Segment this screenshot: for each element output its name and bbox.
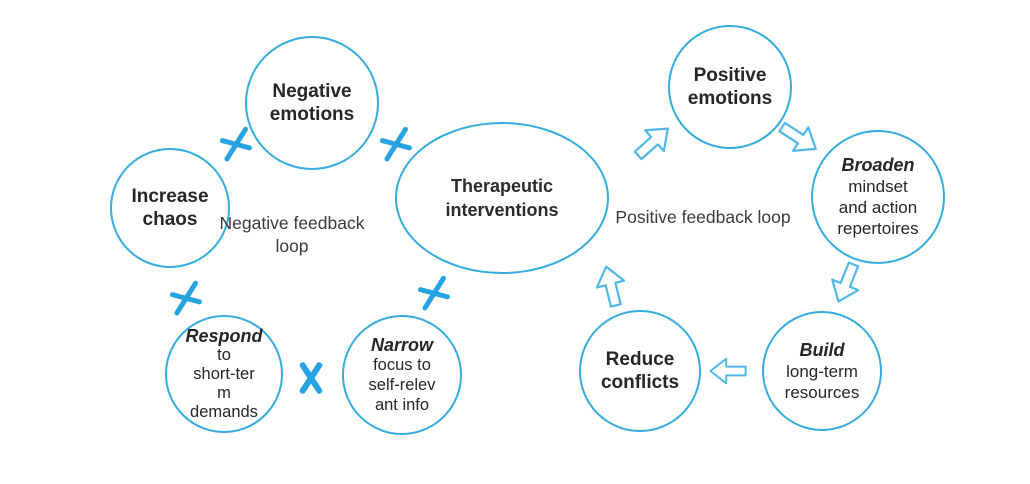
node-increase-chaos: Increase chaos [110, 148, 230, 268]
node-label-line: m [217, 383, 231, 402]
node-label-line: Reduce [605, 349, 675, 370]
x-blocked-connection-icon [414, 273, 454, 313]
hollow-block-arrow-down-right-icon [771, 112, 826, 164]
node-broaden-mindset: Broaden mindset and action repertoires [811, 130, 945, 264]
x-blocked-connection-icon [166, 278, 206, 318]
node-label-line: Negative [272, 81, 352, 102]
node-label-line: interventions [445, 200, 559, 220]
node-label-lead: Build [799, 339, 845, 360]
negative-feedback-loop-label: Negative feedback loop [202, 212, 382, 258]
hollow-block-arrow-up-right-icon [625, 115, 680, 170]
node-label-line: Positive [693, 65, 767, 86]
node-build-long-term-resources: Build long-term resources [762, 311, 882, 431]
node-label-line: short-ter [193, 364, 255, 383]
positive-feedback-loop-label: Positive feedback loop [613, 206, 793, 229]
hollow-block-arrow-up-icon [589, 261, 633, 312]
loop-label-line: feedback loop [681, 207, 791, 227]
loop-label-line: feedback loop [275, 213, 365, 256]
node-label-line: demands [190, 402, 258, 421]
node-label-line: resources [784, 382, 860, 402]
node-label-line: emotions [269, 104, 355, 125]
node-label-line: and action [838, 198, 918, 217]
node-label-line: Increase [131, 186, 209, 207]
x-blocked-connection-icon [291, 358, 331, 398]
node-label-line: mindset [848, 177, 908, 196]
node-label-line: chaos [142, 209, 198, 230]
node-label-line: emotions [687, 88, 773, 109]
node-therapeutic-interventions: Therapeutic interventions [395, 122, 609, 274]
hollow-block-arrow-left-icon [709, 356, 748, 386]
node-label-line: conflicts [600, 372, 680, 393]
hollow-block-arrow-down-left-icon [822, 256, 870, 310]
loop-label-line: Positive [615, 207, 677, 227]
node-label-line: ant info [374, 396, 430, 414]
node-label-line: focus to [373, 356, 431, 374]
loop-label-line: Negative [219, 213, 289, 233]
node-negative-emotions: Negative emotions [245, 36, 379, 170]
node-label-line: repertoires [837, 219, 919, 238]
node-label-line: to [217, 345, 231, 364]
node-label-line: Therapeutic [450, 176, 554, 196]
node-label-lead: Respond [185, 325, 263, 346]
node-label-lead: Broaden [841, 155, 915, 175]
node-respond-short-term-demands: Respond to short-ter m demands [165, 315, 283, 433]
node-label-line: self-relev [368, 376, 436, 394]
node-reduce-conflicts: Reduce conflicts [579, 310, 701, 432]
node-positive-emotions: Positive emotions [668, 25, 792, 149]
node-label-lead: Narrow [370, 335, 433, 355]
node-label-line: long-term [786, 361, 858, 381]
node-narrow-focus: Narrow focus to self-relev ant info [342, 315, 462, 435]
